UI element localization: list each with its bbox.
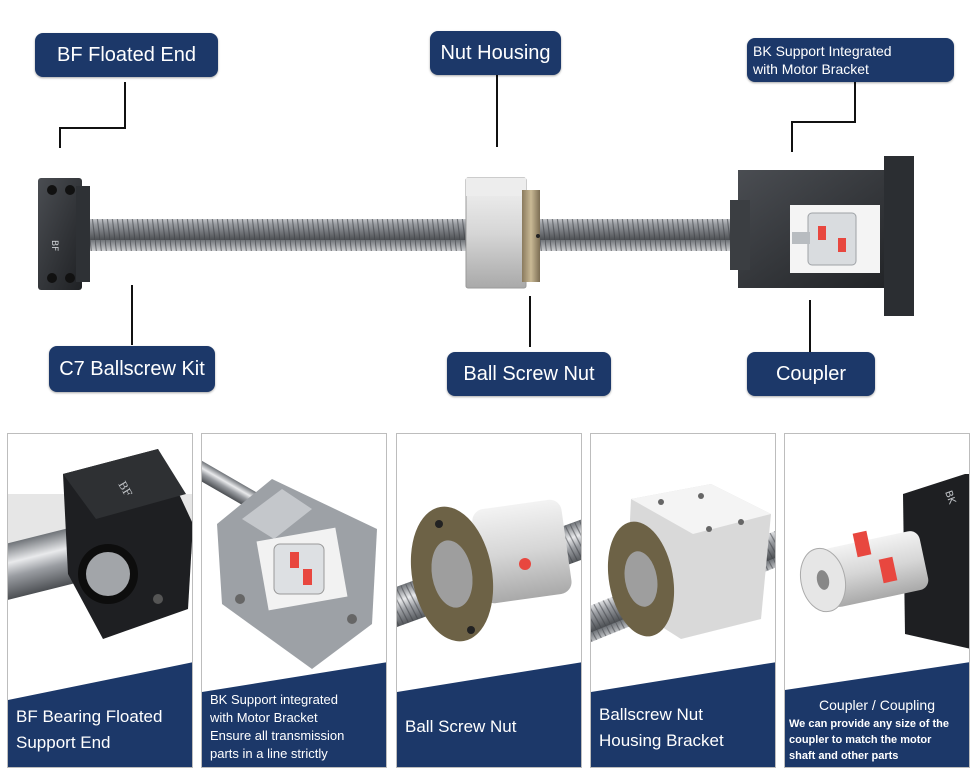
caption-line: coupler to match the motor (789, 734, 932, 746)
label-text: Ball Screw Nut (463, 362, 595, 385)
caption-line: We can provide any size of the (789, 718, 949, 730)
label-text: Coupler (775, 362, 847, 385)
ballscrew-assembly-illustration: BF (38, 75, 914, 352)
bf-bearing-photo: BF (8, 449, 192, 639)
caption-line: Support End (16, 733, 111, 752)
caption-line: BF Bearing Floated (16, 707, 163, 726)
label-ball-screw-nut: Ball Screw Nut (447, 352, 611, 396)
card-band (785, 662, 969, 767)
caption-line: Ensure all transmission (210, 728, 345, 743)
caption-line: Housing Bracket (599, 731, 724, 750)
bk-bracket-block (730, 156, 914, 316)
assembly-diagram: BF BF Floated End Nut Housing BK Support… (35, 31, 954, 396)
card-coupler: BK Coupler / Coupling We can provide any… (784, 433, 970, 768)
label-nut-housing: Nut Housing (430, 31, 561, 75)
svg-text:BF: BF (49, 240, 59, 251)
caption-line: shaft and other parts (789, 750, 899, 762)
caption-line: Ballscrew Nut (599, 705, 703, 724)
bk-support-photo (202, 460, 377, 669)
card-bk-support: BK Support integrated with Motor Bracket… (201, 433, 387, 768)
label-coupler: Coupler (747, 352, 875, 396)
coupler-photo: BK (799, 474, 969, 649)
card-caption: Ball Screw Nut (405, 714, 575, 740)
caption-line: with Motor Bracket (210, 710, 318, 725)
bk-mark: BK (942, 489, 957, 506)
card-band (202, 662, 386, 767)
caption-line: Ball Screw Nut (405, 717, 517, 736)
card-caption: We can provide any size of the coupler t… (789, 716, 967, 764)
card-band (8, 662, 192, 767)
card-caption: BK Support integrated with Motor Bracket… (210, 691, 380, 763)
caption-line: parts in a line strictly (210, 746, 328, 761)
card-caption: Ballscrew Nut Housing Bracket (599, 702, 769, 754)
label-bf-floated-end: BF Floated End (35, 33, 218, 77)
label-c7-ballscrew-kit: C7 Ballscrew Kit (49, 346, 215, 392)
label-text-line2: with Motor Bracket (753, 61, 869, 77)
nut-housing-bracket-photo (591, 484, 775, 644)
label-text: C7 Ballscrew Kit (59, 357, 205, 380)
card-ball-screw-nut: Ball Screw Nut (396, 433, 582, 768)
ball-screw-nut-photo (397, 499, 581, 642)
caption-line: BK Support integrated (210, 692, 338, 707)
card-nut-housing-bracket: Ballscrew Nut Housing Bracket (590, 433, 776, 768)
label-bk-support: BK Support Integrated with Motor Bracket (747, 38, 954, 82)
nut-housing-block (465, 177, 540, 289)
label-text-line1: BK Support Integrated (753, 43, 892, 59)
card-band (591, 662, 775, 767)
label-text: Nut Housing (440, 41, 551, 64)
card-caption-title: Coupler / Coupling (819, 697, 935, 713)
card-bf-bearing: BF BF Bearing Floated Support End (7, 433, 193, 768)
card-caption: BF Bearing Floated Support End (16, 704, 186, 756)
bf-end-block: BF (38, 178, 90, 290)
label-text: BF Floated End (57, 43, 196, 66)
card-band (397, 662, 581, 767)
